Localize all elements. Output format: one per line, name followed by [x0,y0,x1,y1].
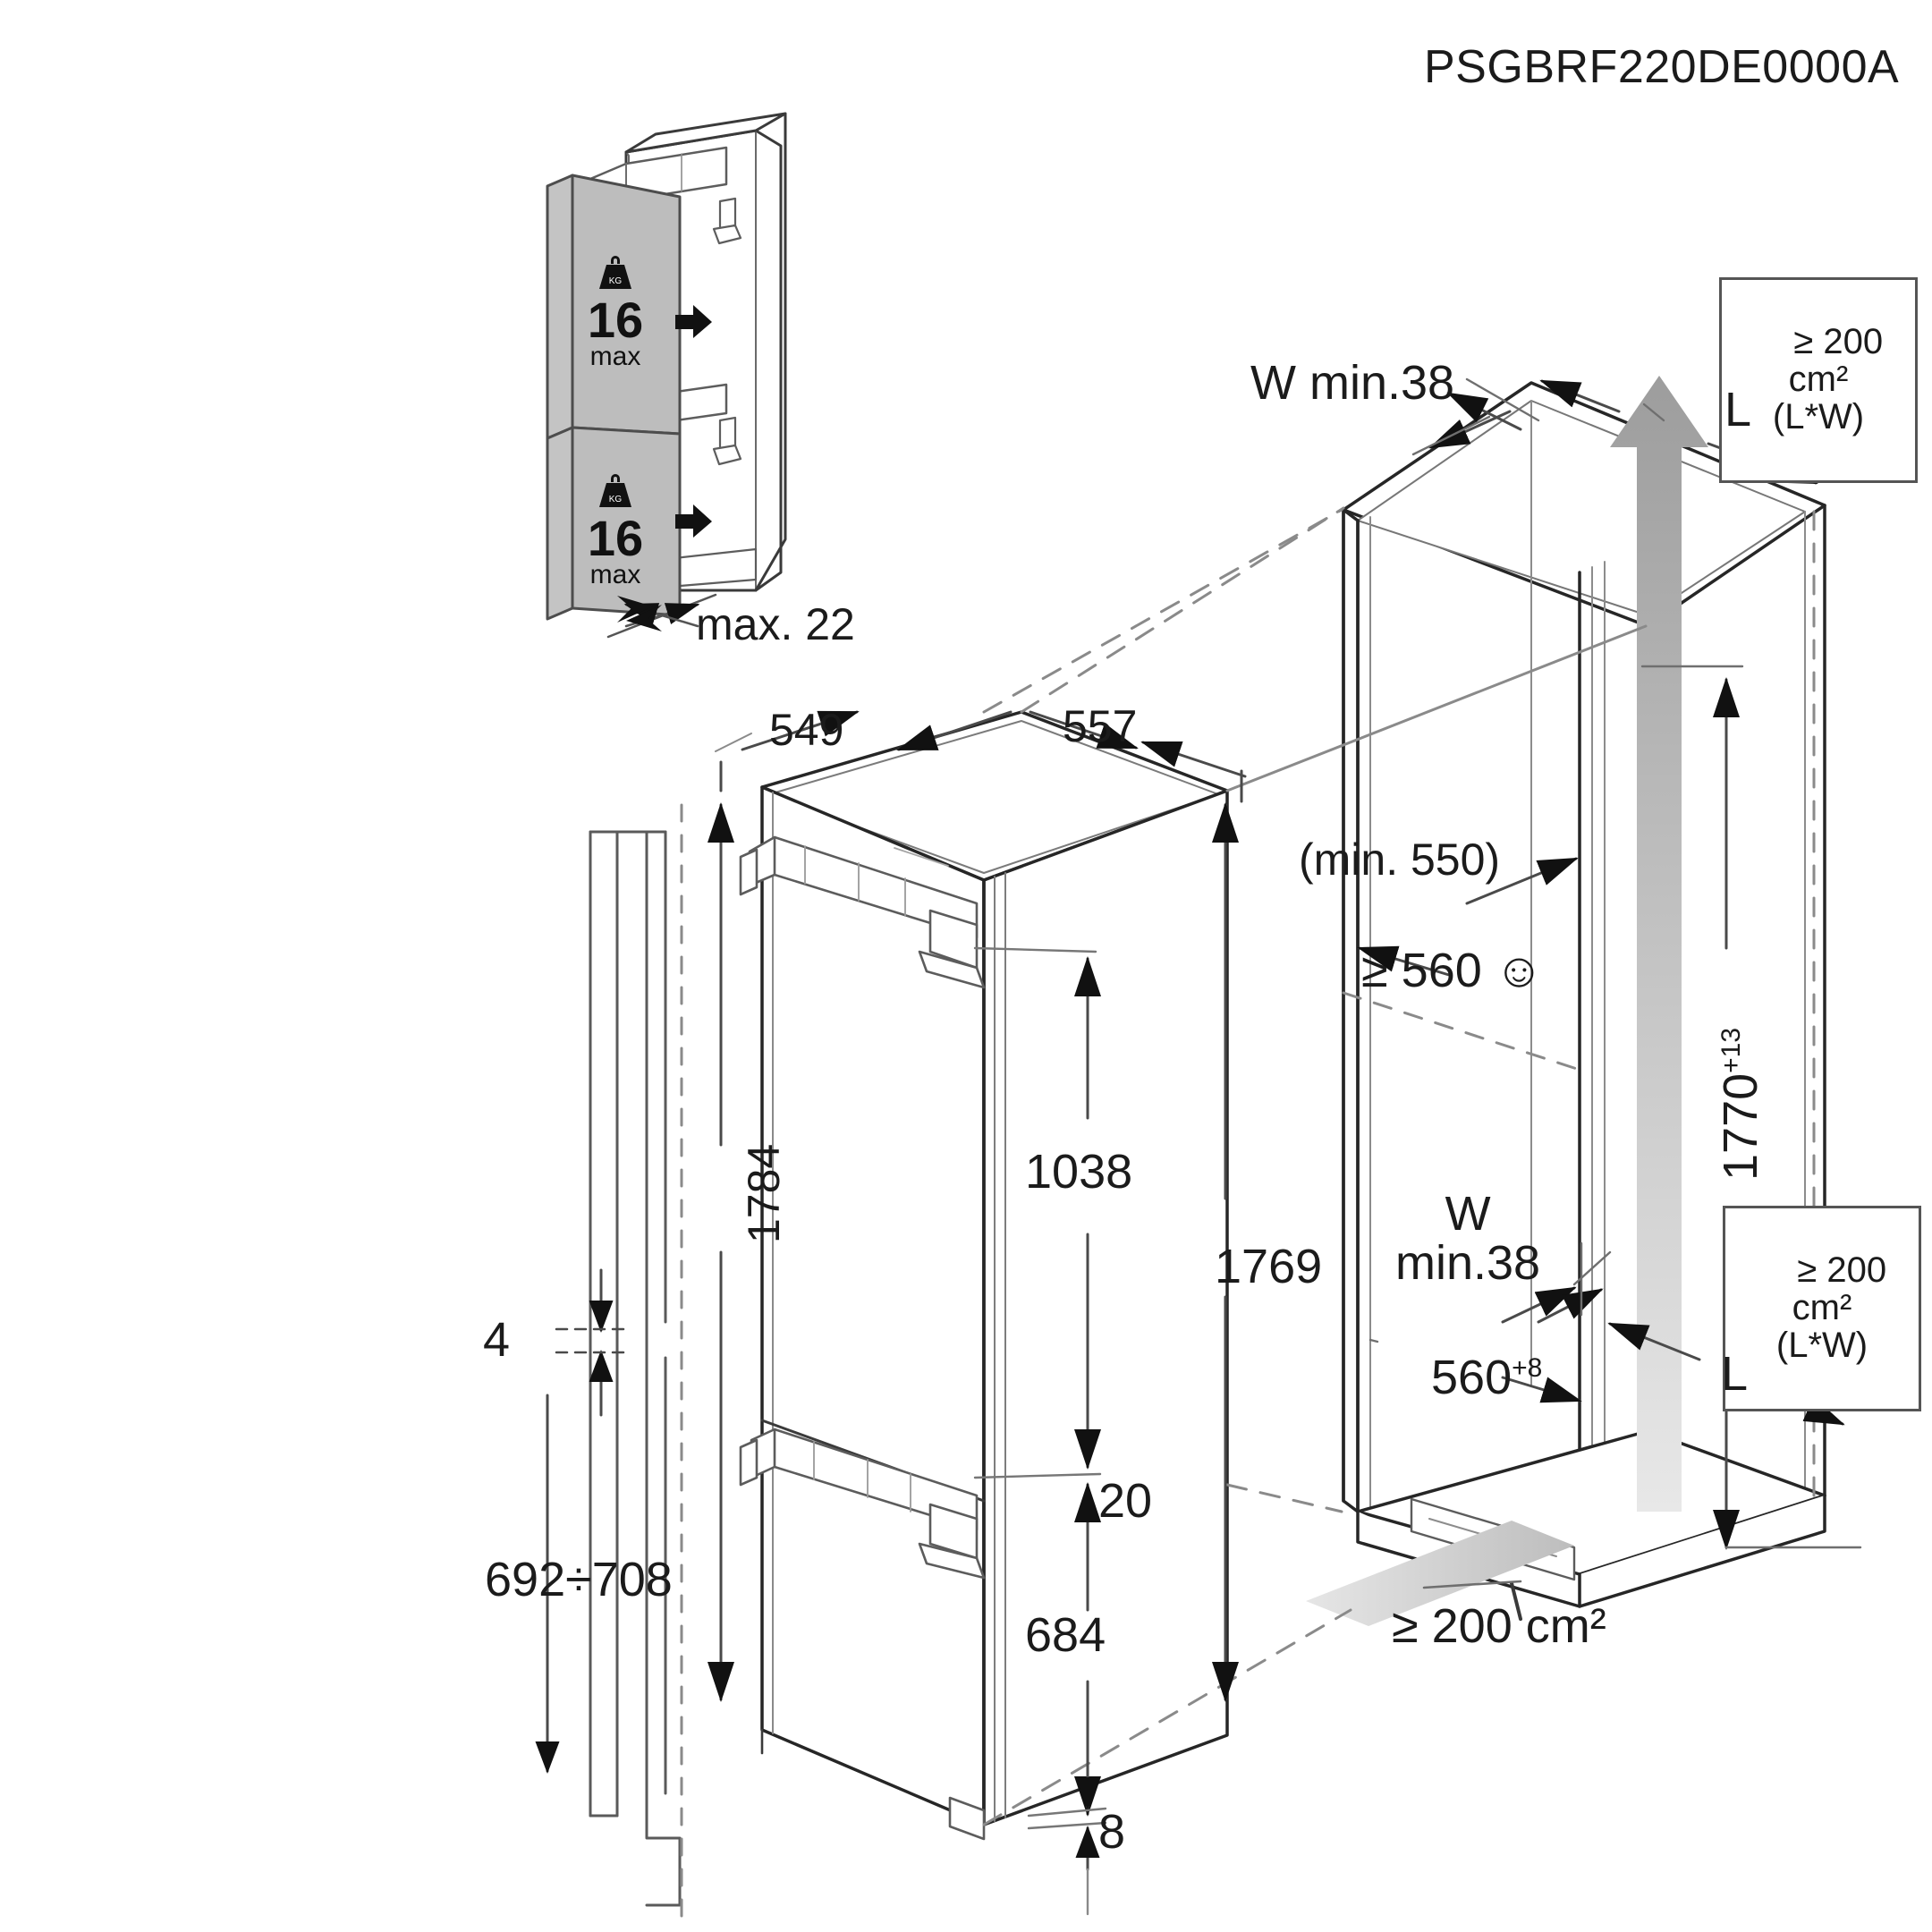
niche-hidden-lines [1342,510,1816,1510]
inset-door-panel-lower [546,426,682,621]
niche-label-vent-area-base: ≥ 200 cm² [1392,1599,1606,1653]
dimension-20 [973,1472,1102,1540]
niche-vent-area-bottom-line1: ≥ 200 cm² (L*W) [1775,1250,1887,1365]
niche-vent-area-box-top: ≥ 200 cm² (L*W) [1719,277,1918,483]
niche-vent-area-box-bottom: ≥ 200 cm² (L*W) [1723,1206,1921,1411]
niche-label-depth-note: (min. 550) [1299,835,1501,885]
niche-label-L-top: L [1724,383,1752,436]
niche-width-value: 560 [1431,1351,1513,1404]
dimension-4-arrows [555,1268,628,1417]
svg-text:KG: KG [609,495,623,504]
niche-label-L-bottom: L [1721,1347,1749,1401]
niche-outline [1342,381,1826,1608]
niche-label-w-min38-bottom: W min.38 [1395,1187,1541,1291]
main-lower-hinge-assembly [739,1419,986,1580]
niche-height-value: 1770 [1714,1072,1767,1181]
dimension-label-8: 8 [1098,1805,1126,1859]
dimension-label-4: 4 [483,1313,511,1367]
dimension-560-width [1368,1338,1582,1403]
smiley-icon: ☺ [1494,943,1544,997]
inset-insert-arrow-lower [675,504,712,538]
niche-width-tolerance: +8 [1512,1353,1543,1383]
inset-thickness-label: max. 22 [696,599,855,649]
dimension-549-557 [715,710,1247,803]
dimension-label-1038: 1038 [1025,1145,1133,1199]
inset-insert-arrow-upper [675,305,712,338]
niche-label-560-width: 560+8 [1431,1352,1542,1403]
door-panel-weight-badge-lower: KG 16 max [555,445,676,617]
drawing-code: PSGBRF220DE0000A [1424,41,1900,93]
inset-door-panel-upper [546,174,682,440]
weight-value-lower: 16 [587,510,644,566]
niche-label-depth-560: ≥ 560☺ [1308,894,1544,1046]
niche-label-w-min38-top: W min.38 [1250,356,1455,410]
dimension-w-min38-top [1411,377,1540,456]
dimension-label-549: 549 [769,705,844,755]
door-panel-section-view [589,830,682,1907]
airflow-arrow-up [1610,376,1708,1512]
dimension-label-692-708: 692÷708 [485,1553,673,1606]
projection-lines [982,506,1648,1826]
main-upper-hinge-assembly [739,835,986,989]
door-panel-weight-badge-upper: KG 16 max [555,193,676,433]
dimension-w-min38-bottom [1501,1241,1612,1324]
weight-qualifier-lower: max [589,560,641,589]
weight-kg-icon: KG [599,256,631,289]
dimension-label-1769: 1769 [1215,1240,1323,1293]
weight-value-upper: 16 [587,292,644,348]
dimension-label-684: 684 [1025,1608,1106,1662]
dimension-label-20: 20 [1098,1474,1153,1528]
dimension-560-depth [1357,857,1579,977]
niche-label-1770: 1770+13 [1714,1027,1767,1181]
dimension-1038 [973,946,1101,1470]
niche-height-tolerance: +13 [1716,1027,1746,1073]
main-appliance-plinth [760,1728,986,1841]
dimension-label-1784: 1784 [739,1143,789,1243]
weight-kg-icon: KG [599,474,631,507]
weight-qualifier-upper: max [589,342,641,371]
niche-vent-area-top-line1: ≥ 200 cm² (L*W) [1772,322,1884,436]
main-appliance-outline [760,710,1229,1826]
svg-text:KG: KG [609,276,623,286]
dimension-8 [1027,1765,1107,1916]
vent-base-leader [1422,1580,1522,1589]
dimension-label-557: 557 [1063,701,1138,751]
airflow-arrow-base [1306,1521,1574,1626]
niche-depth-value: ≥ 560 [1361,943,1482,997]
